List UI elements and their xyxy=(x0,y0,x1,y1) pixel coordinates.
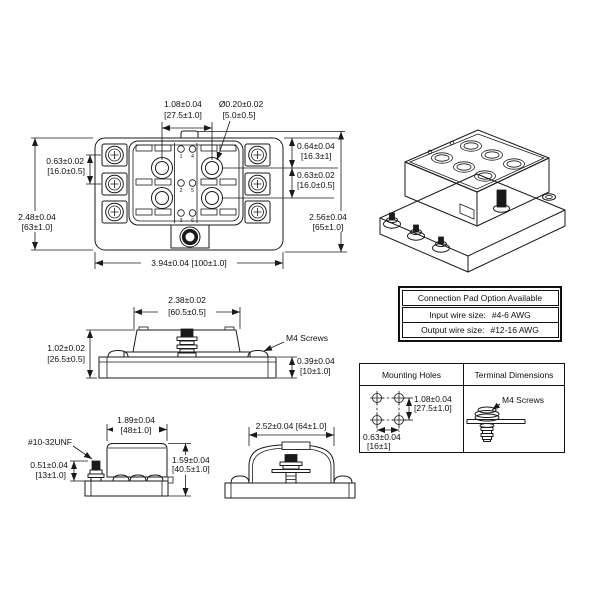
dim-cover-width-in: 2.38±0.02 xyxy=(168,295,206,305)
iso-corner-screw xyxy=(542,193,556,201)
input-wire-label: Input wire size: xyxy=(429,310,486,320)
fuse-cover-outline xyxy=(128,140,244,226)
iso-input-stud xyxy=(493,189,510,213)
dim-overall-height-mm: [65±1.0] xyxy=(313,222,344,232)
fuse-number-4: 4 xyxy=(191,154,194,160)
left-terminal-screws xyxy=(101,143,128,224)
side-base xyxy=(98,356,277,379)
end-view-front-dimensions: 2.52±0.04 [64±1.0] xyxy=(248,421,335,446)
dim-mount-hole-dia-in: Ø0.20±0.02 xyxy=(219,99,264,109)
stud-thread-label: #10-32UNF xyxy=(28,437,72,447)
ground-stud xyxy=(170,224,210,249)
iso-fuse-wells xyxy=(427,140,525,182)
mounting-holes-header: Mounting Holes xyxy=(360,364,464,386)
front-view: 1 4 2 5 3 6 2.48±0.04 [63±1.0] 0.63±0.02… xyxy=(14,99,353,269)
fuse-screw-terminals xyxy=(151,157,223,209)
dim-end-cover-width-in: 1.89±0.04 xyxy=(117,415,155,425)
mounting-holes-diagram xyxy=(370,391,406,432)
fuse-number-1: 1 xyxy=(180,154,183,160)
input-wire-value: #4-6 AWG xyxy=(491,310,531,320)
side-view-dimensions: 2.38±0.02 [60.5±0.5] 1.02±0.02 [26.5±0.5… xyxy=(47,295,335,379)
front-view-dimensions: 2.48±0.04 [63±1.0] 0.63±0.02 [16.0±0.5] … xyxy=(14,99,353,269)
fuse-position-strip: 1 4 2 5 3 6 xyxy=(174,143,198,224)
mounting-holes-cell: 1.08±0.04 [27.5±1.0] 0.63±0.04 [16±1] xyxy=(360,386,464,452)
side-view: 2.38±0.02 [60.5±0.5] 1.02±0.02 [26.5±0.5… xyxy=(47,295,335,379)
dim-fuse-col-pitch-mm: [27.5±1.0] xyxy=(164,110,202,120)
fuse-number-6: 6 xyxy=(191,218,194,224)
fuse-block-body xyxy=(94,137,284,251)
connection-pad-table-header: Connection Pad Option Available xyxy=(401,289,559,306)
dim-overall-height-mm: [26.5±0.5] xyxy=(47,354,85,364)
dim-hole-pitch-h-in: 0.63±0.04 xyxy=(363,432,401,442)
dim-base-height-in: 0.39±0.04 xyxy=(297,356,335,366)
dim-stud-height-mm: [13±1.0] xyxy=(35,470,66,480)
dim-hole-pitch-h-mm: [16±1] xyxy=(367,441,391,451)
dim-front-overall-width: 2.52±0.04 [64±1.0] xyxy=(256,421,327,431)
spec-table: Mounting Holes Terminal Dimensions 1.08±… xyxy=(359,363,565,453)
end-cover xyxy=(106,443,168,478)
front-cover-arch xyxy=(248,444,335,484)
output-wire-row: Output wire size: #12-16 AWG xyxy=(403,323,558,337)
dim-top-to-hole-mm: [16.3±1] xyxy=(301,151,332,161)
dim-base-height-mm: [10±1.0] xyxy=(300,366,331,376)
connection-pad-table: Connection Pad Option Available Input wi… xyxy=(398,286,562,342)
dim-screw-row-pitch-mm: [16.0±0.5] xyxy=(47,166,85,176)
dim-body-height-in: 2.48±0.04 xyxy=(18,212,56,222)
input-wire-row: Input wire size: #4-6 AWG xyxy=(402,308,558,323)
dim-hole-pitch-v-in: 1.08±0.04 xyxy=(414,394,452,404)
isometric-view xyxy=(379,129,566,273)
end-view-front: 2.52±0.04 [64±1.0] xyxy=(224,421,356,499)
end-base xyxy=(84,480,169,497)
dim-mount-hole-dia-mm: [5.0±0.5] xyxy=(222,110,255,120)
dim-body-height-mm: [63±1.0] xyxy=(22,222,53,232)
dim-end-height-mm: [40.5±1.0] xyxy=(172,464,210,474)
dim-top-to-hole-in: 0.64±0.04 xyxy=(297,141,335,151)
dim-hole-pitch-v-mm: [27.5±1.0] xyxy=(414,403,452,413)
output-wire-value: #12-16 AWG xyxy=(490,325,539,335)
dim-cover-width-mm: [60.5±0.5] xyxy=(168,307,206,317)
terminal-dimensions-header: Terminal Dimensions xyxy=(464,364,564,386)
dim-end-height-in: 1.59±0.04 xyxy=(172,455,210,465)
dim-end-cover-width-mm: [48±1.0] xyxy=(121,425,152,435)
terminal-dimensions-cell: M4 Screws xyxy=(464,386,564,452)
iso-output-terminals xyxy=(383,212,450,253)
dim-overall-width: 3.94±0.04 [100±1.0] xyxy=(151,258,227,268)
iso-cover-latch xyxy=(459,203,475,220)
fuse-number-2: 2 xyxy=(180,188,183,194)
fuse-blade-slots xyxy=(135,144,237,216)
fuse-number-5: 5 xyxy=(191,188,194,194)
front-center-stud xyxy=(271,454,311,484)
side-right-screw-dome xyxy=(247,350,269,358)
side-center-stud xyxy=(176,328,198,358)
output-wire-label: Output wire size: xyxy=(421,325,485,335)
iso-base-top xyxy=(379,173,566,257)
ground-stud-side xyxy=(87,460,105,482)
dim-overall-height-in: 2.56±0.04 xyxy=(309,212,347,222)
terminal-m4-label: M4 Screws xyxy=(502,395,544,405)
dim-hole-row-pitch-in: 0.63±0.02 xyxy=(297,170,335,180)
dim-hole-row-pitch-mm: [16.0±0.5] xyxy=(297,180,335,190)
end-view-left-dimensions: #10-32UNF 0.51±0.04 [13±1.0] 1.89±0.04 [… xyxy=(28,415,218,497)
front-base xyxy=(224,482,356,499)
dim-screw-row-pitch-in: 0.63±0.02 xyxy=(46,156,84,166)
right-terminal-screws xyxy=(244,143,271,224)
terminal-screw-drawing xyxy=(466,406,526,442)
iso-cover-top xyxy=(404,129,550,193)
m4-screws-label: M4 Screws xyxy=(286,333,328,343)
dim-fuse-col-pitch-in: 1.08±0.04 xyxy=(164,99,202,109)
fuse-number-3: 3 xyxy=(180,218,183,224)
dim-stud-height-in: 0.51±0.04 xyxy=(30,460,68,470)
top-tab xyxy=(180,130,199,138)
side-left-screw-dome xyxy=(107,350,129,358)
dim-overall-height-in: 1.02±0.02 xyxy=(47,343,85,353)
end-view-left: #10-32UNF 0.51±0.04 [13±1.0] 1.89±0.04 [… xyxy=(28,415,218,497)
